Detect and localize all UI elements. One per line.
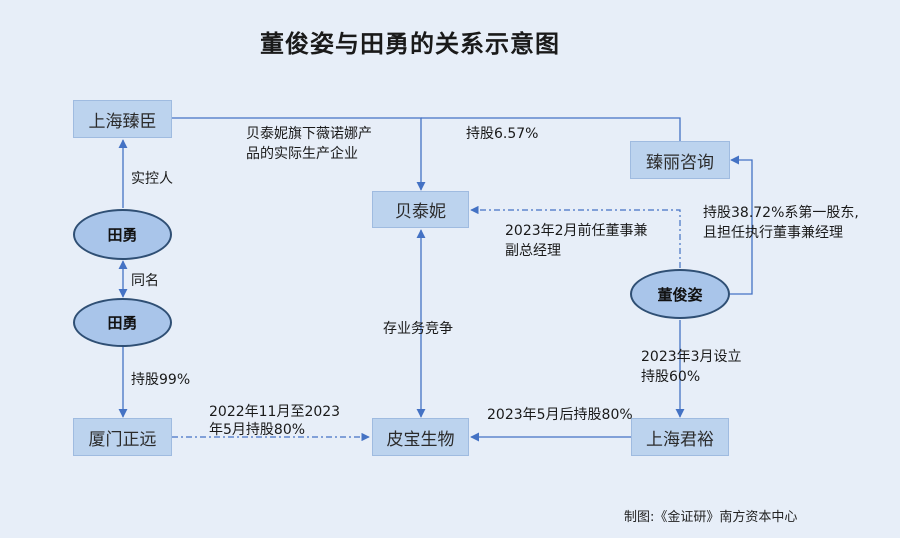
node-zhenli-consulting: 臻丽咨询 xyxy=(630,141,730,179)
label-former-director-line2: 副总经理 xyxy=(505,243,561,259)
label-actual-controller: 实控人 xyxy=(131,171,173,187)
label-holds-3872-line1: 持股38.72%系第一股东, xyxy=(703,205,859,221)
node-xiamen-zhengyuan: 厦门正远 xyxy=(73,418,172,456)
node-dong-junzi: 董俊姿 xyxy=(630,269,730,319)
node-tian-yong-1: 田勇 xyxy=(73,209,172,260)
diagram-title: 董俊姿与田勇的关系示意图 xyxy=(260,30,560,58)
node-shanghai-zhenchen: 上海臻臣 xyxy=(73,100,172,138)
node-shanghai-junyu: 上海君裕 xyxy=(631,418,729,456)
label-winona-production-line1: 贝泰妮旗下薇诺娜产 xyxy=(246,126,372,142)
link-zhenli-to-beitaini xyxy=(421,117,681,143)
label-junyu-hold: 2023年5月后持股80% xyxy=(487,407,633,423)
label-holds-3872-line2: 且担任执行董事兼经理 xyxy=(703,225,843,241)
link-dong-to-zhenli xyxy=(730,155,753,295)
label-holds-657: 持股6.57% xyxy=(466,126,539,142)
label-same-name: 同名 xyxy=(131,273,159,289)
node-beitaini: 贝泰妮 xyxy=(372,191,469,228)
label-holds-99: 持股99% xyxy=(131,372,191,388)
label-founded-line2: 持股60% xyxy=(641,369,701,385)
link-dong-to-beitaini-former xyxy=(470,205,681,268)
credit-line: 制图:《金证研》南方资本中心 xyxy=(624,510,798,525)
label-xiamen-hold-line2: 年5月持股80% xyxy=(209,422,306,438)
label-winona-production-line2: 品的实际生产企业 xyxy=(246,146,358,162)
node-pibao-bio: 皮宝生物 xyxy=(372,418,469,456)
label-competition: 存业务竞争 xyxy=(383,321,453,337)
node-tian-yong-2: 田勇 xyxy=(73,298,172,347)
label-former-director-line1: 2023年2月前任董事兼 xyxy=(505,223,648,239)
label-xiamen-hold-line1: 2022年11月至2023 xyxy=(209,404,341,420)
label-founded-line1: 2023年3月设立 xyxy=(641,349,742,365)
